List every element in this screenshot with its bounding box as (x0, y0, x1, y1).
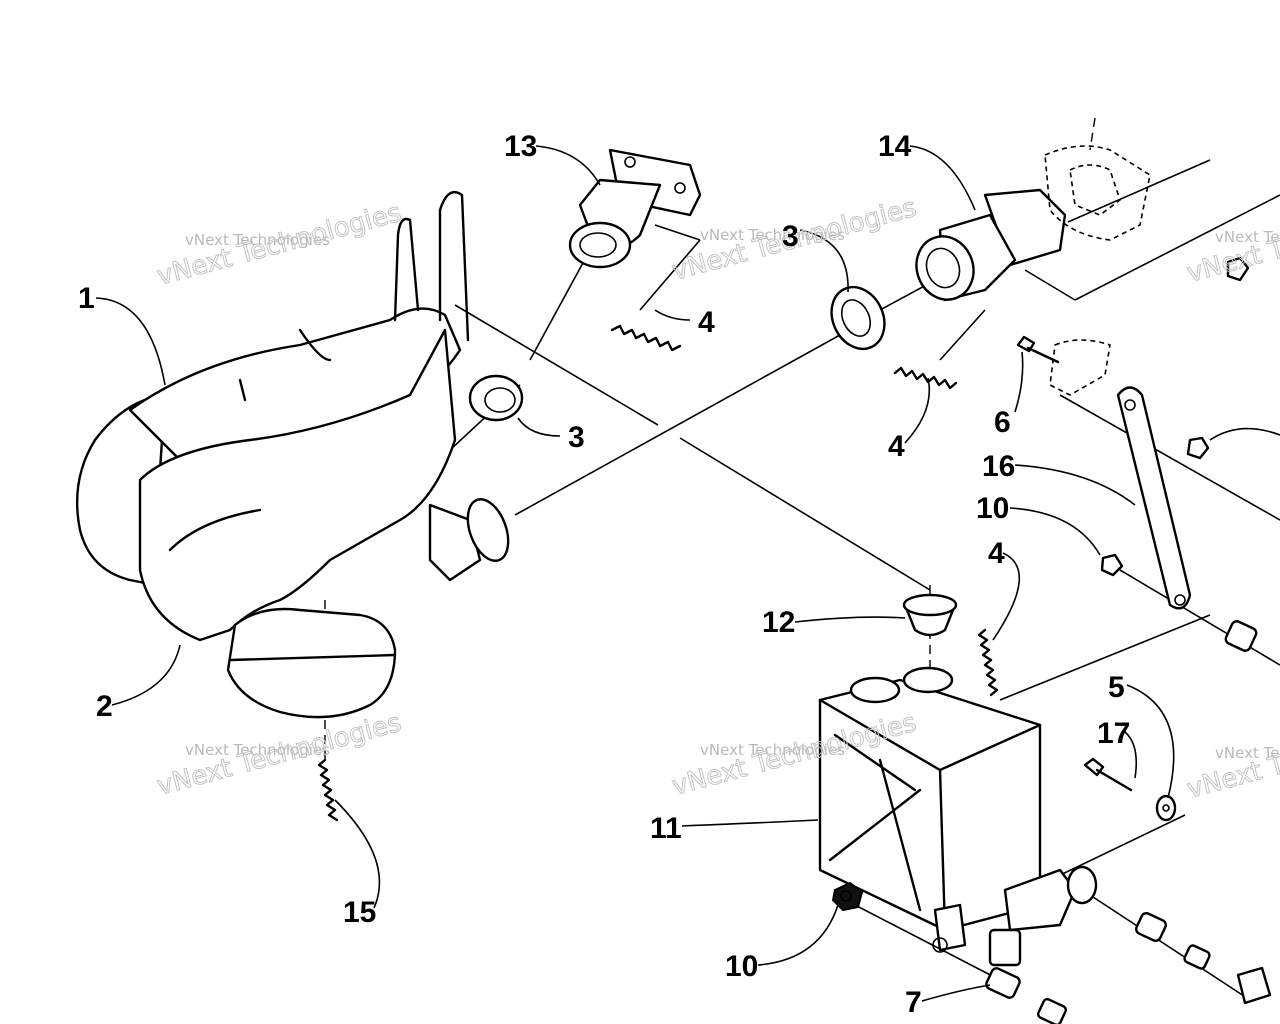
cap-12 (902, 593, 958, 637)
callout-7: 7 (905, 986, 922, 1019)
callout-10: 10 (976, 492, 1009, 525)
callout-3: 3 (568, 421, 585, 454)
muffler-box-11 (818, 666, 1098, 967)
callout-2: 2 (96, 690, 113, 723)
callout-17: 17 (1097, 717, 1130, 750)
callout-14: 14 (878, 130, 912, 163)
small-hardware (831, 256, 1272, 1024)
callout-13: 13 (504, 130, 537, 163)
watermark-line1: vNext Technologies (1215, 744, 1280, 762)
callout-6: 6 (994, 406, 1011, 439)
callout-4: 4 (888, 430, 905, 463)
callout-5: 5 (1108, 671, 1125, 704)
expansion-chamber (75, 190, 510, 719)
bracket-hardware (1016, 335, 1258, 652)
springs (317, 324, 999, 822)
callout-12: 12 (762, 606, 795, 639)
callout-16: 16 (982, 450, 1015, 483)
callout-10: 10 (725, 950, 758, 983)
watermark-line1: vNext Technologies (185, 231, 330, 249)
exhaust-flange-13 (568, 148, 702, 269)
callout-4: 4 (698, 306, 715, 339)
callout-1: 1 (78, 282, 95, 315)
watermark-line1: vNext Technologies (185, 741, 330, 759)
callout-3: 3 (782, 220, 799, 253)
watermark-line1: vNext Technologies (700, 226, 845, 244)
leader-lines (95, 145, 1280, 1002)
watermark-line1: vNext Technologies (700, 741, 845, 759)
callout-15: 15 (343, 896, 376, 929)
callout-labels: 1 2 3 3 4 4 4 5 6 7 10 10 11 12 13 14 15… (78, 130, 1130, 1019)
exhaust-flange-14 (915, 145, 1151, 302)
callout-4: 4 (988, 537, 1005, 570)
watermark-line1: vNext Technologies (1215, 228, 1280, 246)
callout-11: 11 (650, 812, 682, 845)
seal-ring-3 (468, 285, 886, 422)
